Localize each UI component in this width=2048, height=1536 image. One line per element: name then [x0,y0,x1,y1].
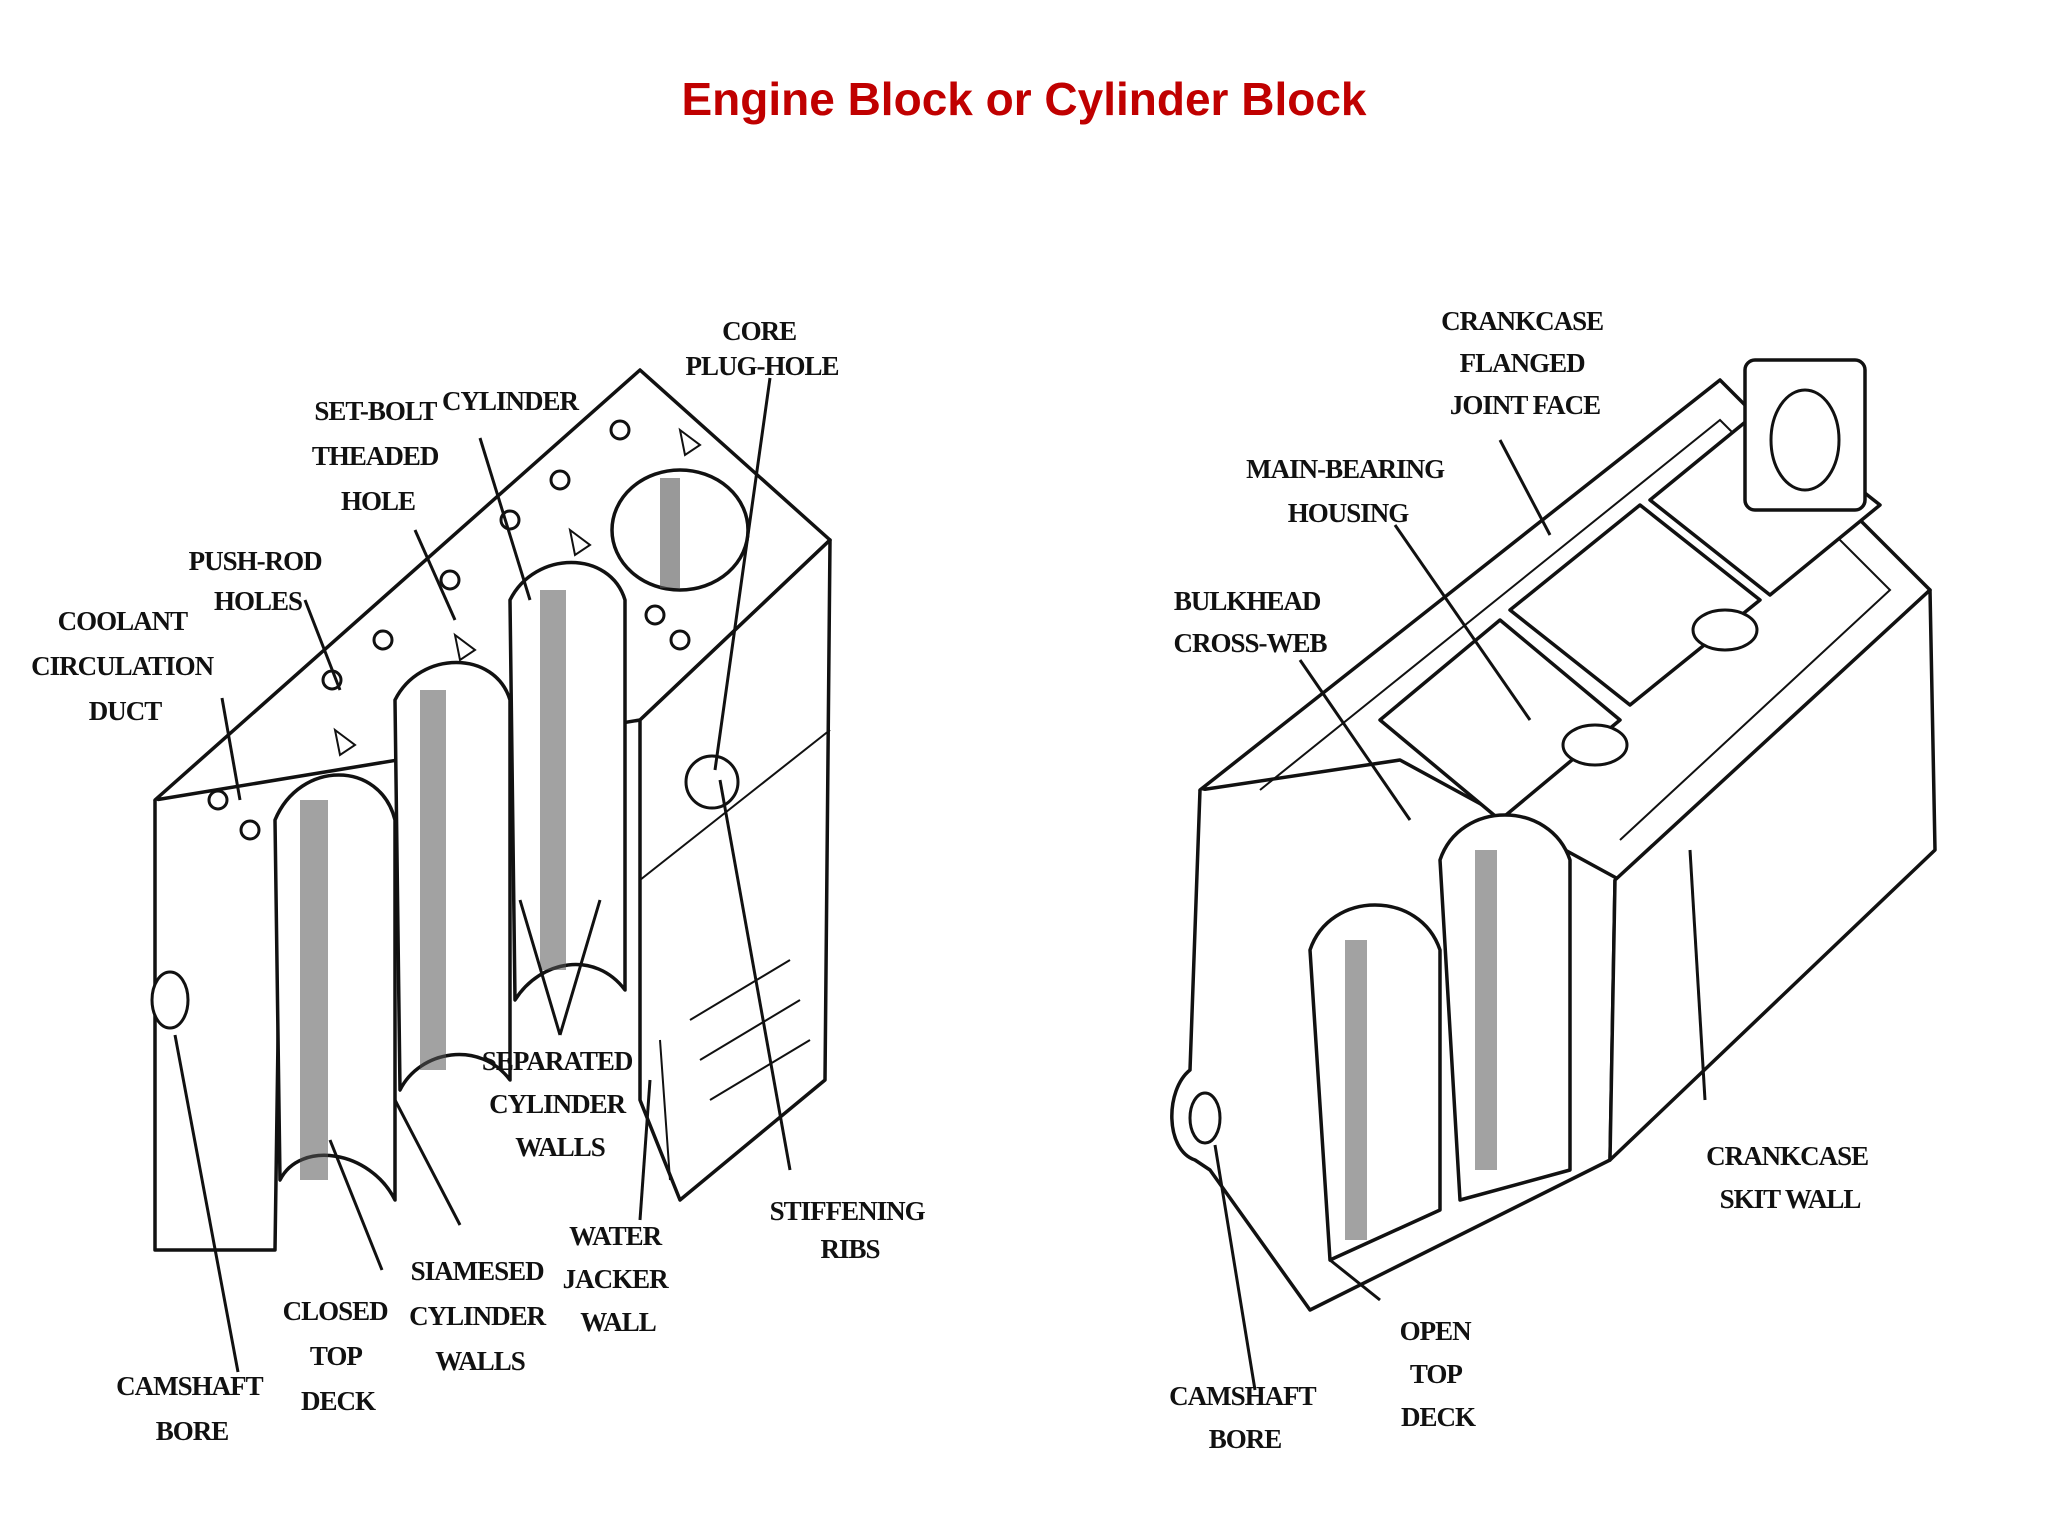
label-water-jacket-wall: WATER JACKER WALL [563,1221,674,1337]
label-separated-cylinder-walls: SEPARATED CYLINDER WALLS [482,1046,638,1162]
label-push-rod-holes: PUSH-ROD HOLES [189,546,328,616]
label-crankcase-skirt-wall: CRANKCASE SKIT WALL [1706,1141,1874,1214]
left-block-drawing [150,368,832,1373]
label-stiffening-ribs: STIFFENING RIBS [770,1196,931,1264]
label-siamesed-cylinder-walls: SIAMESED CYLINDER WALLS [409,1256,551,1376]
label-camshaft-bore-right: CAMSHAFT BORE [1169,1381,1321,1454]
label-open-top-deck: OPEN TOP DECK [1400,1316,1477,1432]
label-coolant-circulation-duct: COOLANT CIRCULATION DUCT [31,606,219,726]
label-camshaft-bore-left: CAMSHAFT BORE [116,1371,268,1446]
label-bulkhead-cross-web: BULKHEAD CROSS-WEB [1173,586,1327,658]
label-core-plug-hole: CORE PLUG-HOLE [685,316,838,381]
right-block-drawing [1170,358,1937,1391]
label-cylinder: CYLINDER [442,386,580,416]
label-main-bearing-housing: MAIN-BEARING HOUSING [1246,454,1450,528]
left-labels: CORE PLUG-HOLE CYLINDER SET-BOLT THEADED… [31,316,931,1446]
right-labels: CRANKCASE FLANGED JOINT FACE MAIN-BEARIN… [1169,306,1874,1454]
label-crankcase-flanged-joint-face: CRANKCASE FLANGED JOINT FACE [1441,306,1609,420]
label-closed-top-deck: CLOSED TOP DECK [283,1296,394,1416]
label-set-bolt-threaded-hole: SET-BOLT THEADED HOLE [312,396,444,516]
page-title: Engine Block or Cylinder Block [681,73,1367,125]
